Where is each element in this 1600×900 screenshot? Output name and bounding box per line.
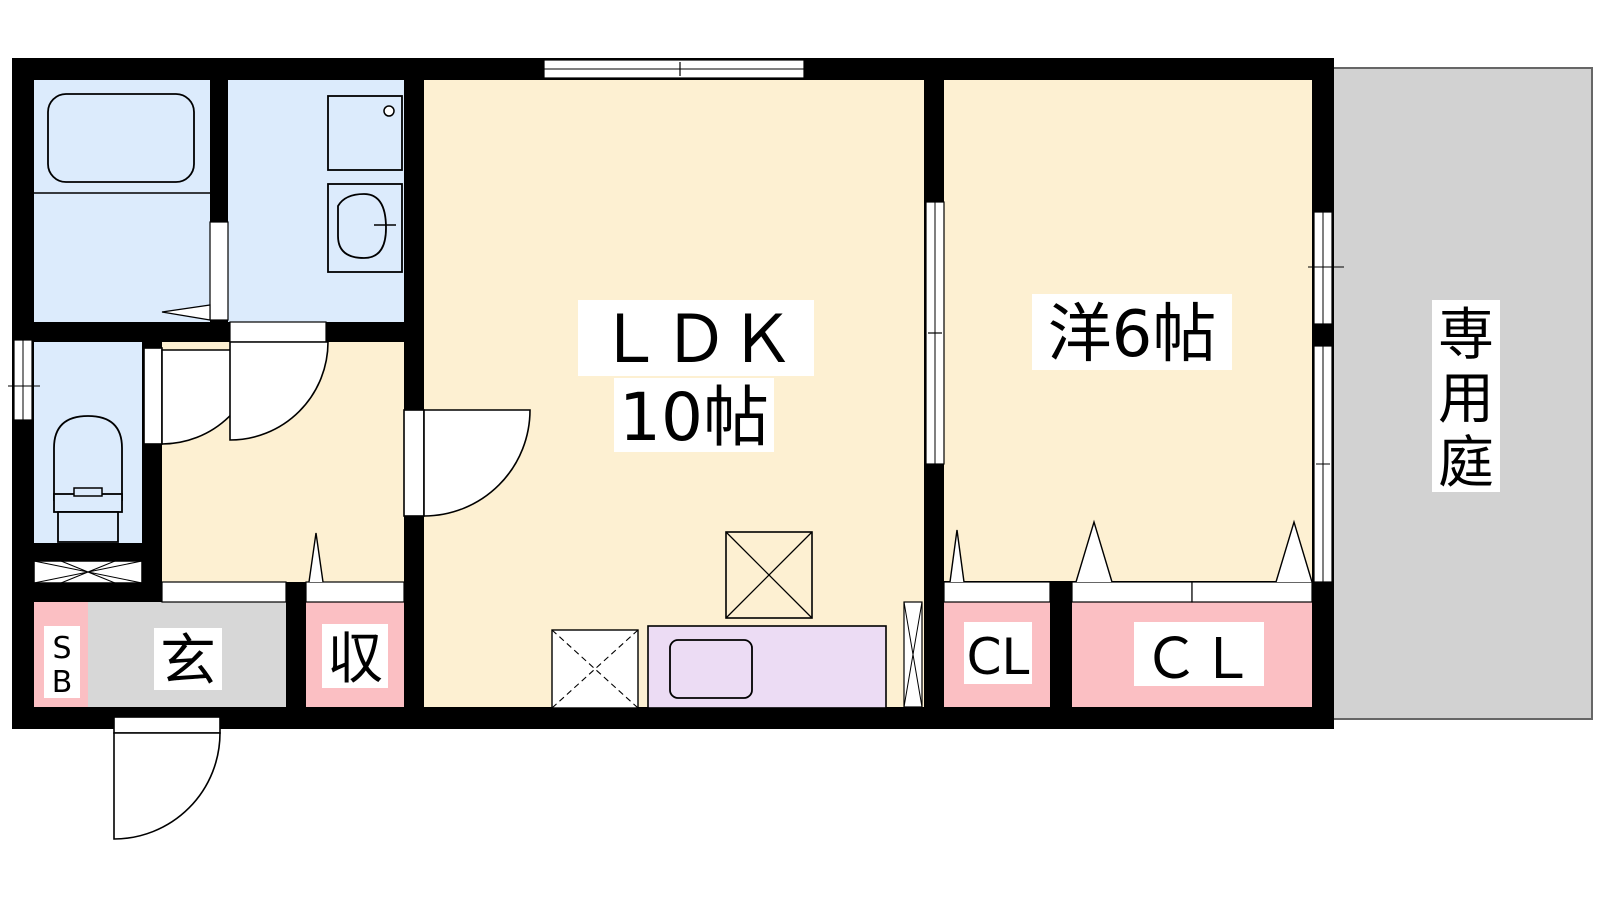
shoe-box-label-b: B xyxy=(52,665,73,700)
toilet-bowl xyxy=(53,415,123,501)
closet-shelves xyxy=(161,581,1313,603)
kitchen-sink xyxy=(669,639,753,699)
ldk-door xyxy=(403,409,531,517)
western-room-window xyxy=(1308,211,1344,583)
bathtub xyxy=(47,93,195,183)
entrance-door xyxy=(113,716,221,840)
closet-door-markers xyxy=(308,519,1313,583)
ldk-window-top xyxy=(543,59,805,79)
western-room-label: 洋6帖 xyxy=(1048,298,1217,372)
entrance-label: 玄 xyxy=(160,629,216,694)
refrigerator-space xyxy=(551,629,639,709)
garden-label-2: 用 xyxy=(1438,367,1494,432)
closet-large-label: ＣＬ xyxy=(1143,627,1255,692)
room-sliding-door xyxy=(925,201,945,465)
garden-label-3: 庭 xyxy=(1438,431,1494,496)
washroom-door xyxy=(229,341,329,441)
closet-small-label: CL xyxy=(967,628,1030,686)
ldk-size-label: 10帖 xyxy=(619,379,769,456)
garden-label-1: 専 xyxy=(1438,303,1494,368)
ldk-label: ＬＤＫ xyxy=(597,301,795,378)
shoe-box-label-s: S xyxy=(52,631,71,666)
storage-label: 収 xyxy=(327,627,383,692)
